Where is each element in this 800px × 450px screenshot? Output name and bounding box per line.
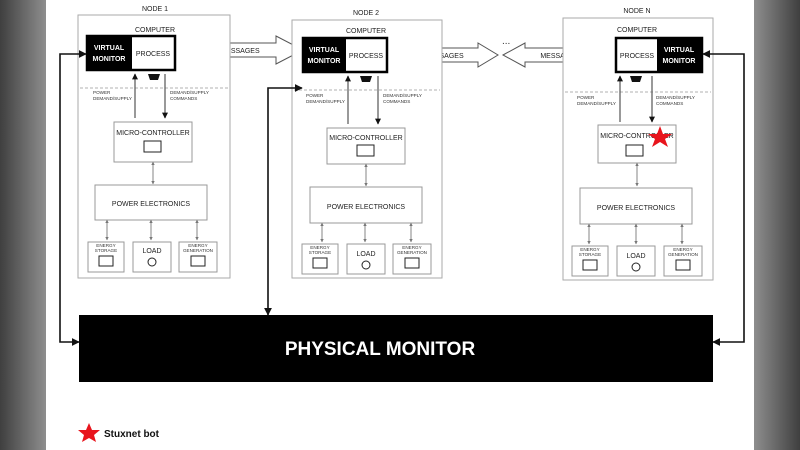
virtual-monitor-line2: MONITOR [308, 58, 341, 65]
chip-icon [625, 144, 644, 157]
link-node1-physical [59, 50, 87, 346]
computer-label: COMPUTER [617, 27, 657, 34]
energy-storage-line1: ENERGY [96, 243, 115, 248]
power-demand-line2: DEMAND/SUPPLY [577, 101, 616, 106]
virtual-monitor-line2: MONITOR [663, 58, 696, 65]
node-title: NODE 2 [353, 10, 379, 17]
energy-storage-line1: ENERGY [310, 245, 329, 250]
demand-commands-line1: DEMAND/SUPPLY [383, 93, 422, 98]
right-backdrop [754, 0, 800, 450]
energy-generation-line1: ENERGY [188, 243, 207, 248]
messages-label-1: MESSAGES [220, 48, 260, 55]
link-node2-physical [264, 84, 303, 316]
energy-generation-line2: GENERATION [668, 252, 698, 257]
legend-label: Stuxnet bot [104, 429, 160, 440]
power-electronics-box [579, 187, 693, 225]
power-electronics-label: POWER ELECTRONICS [112, 201, 191, 208]
micro-controller-label: MICRO-CONTROLLER [329, 135, 403, 142]
power-electronics-label: POWER ELECTRONICS [597, 205, 676, 212]
load-box [132, 241, 172, 273]
process-label: PROCESS [620, 53, 655, 60]
node-1: NODE 1 COMPUTER VIRTUAL MONITOR PROCESS … [77, 6, 231, 279]
chip-icon [356, 144, 375, 157]
link-noden-physical [702, 50, 745, 346]
generator-icon [404, 257, 420, 269]
physical-monitor-box [79, 315, 713, 382]
power-electronics-box [309, 186, 423, 224]
demand-commands-line1: DEMAND/SUPPLY [656, 95, 695, 100]
chip-icon [143, 140, 162, 153]
energy-generation-line1: ENERGY [673, 247, 692, 252]
virtual-monitor-box [303, 38, 346, 72]
messages-label-2: MESSAGES [424, 53, 464, 60]
messages-label-3: MESSAGES [540, 53, 580, 60]
energy-generation-line2: GENERATION [397, 250, 427, 255]
power-demand-line1: POWER [93, 90, 111, 95]
micro-controller-label: MICRO-CONTROLLER [116, 130, 190, 137]
generator-icon [190, 255, 206, 267]
process-label: PROCESS [349, 53, 384, 60]
node-n: NODE N COMPUTER VIRTUAL MONITOR PROCESS … [562, 8, 714, 281]
process-label: PROCESS [136, 51, 171, 58]
virtual-monitor-box [657, 38, 702, 72]
micro-controller-label: MICRO-CONTROLLER [600, 133, 674, 140]
virtual-monitor-line1: VIRTUAL [664, 47, 695, 54]
virtual-monitor-box [87, 36, 132, 70]
computer-label: COMPUTER [135, 27, 175, 34]
energy-generation-line1: ENERGY [402, 245, 421, 250]
power-demand-line1: POWER [306, 93, 324, 98]
generator-icon [675, 259, 691, 271]
computer-stand-icon [148, 74, 160, 80]
computer-stand-icon [630, 76, 642, 82]
node-2: NODE 2 COMPUTER VIRTUAL MONITOR PROCESS … [291, 10, 443, 279]
virtual-monitor-line1: VIRTUAL [94, 45, 125, 52]
demand-commands-line2: COMMANDS [383, 99, 410, 104]
demand-commands-line2: COMMANDS [170, 96, 197, 101]
left-backdrop [0, 0, 46, 450]
load-icon [361, 260, 371, 270]
computer-label: COMPUTER [346, 28, 386, 35]
computer-stand-icon [360, 76, 372, 82]
energy-storage-line2: STORAGE [95, 248, 117, 253]
virtual-monitor-line2: MONITOR [93, 56, 126, 63]
red-star-icon [78, 423, 100, 442]
battery-icon [312, 257, 328, 269]
load-icon [631, 262, 641, 272]
node-title: NODE 1 [142, 6, 168, 13]
load-label: LOAD [356, 251, 375, 258]
demand-commands-line1: DEMAND/SUPPLY [170, 90, 209, 95]
load-icon [147, 257, 157, 267]
micro-controller-box [597, 124, 677, 164]
stuxnet-star-icon [648, 126, 672, 147]
load-label: LOAD [142, 248, 161, 255]
energy-storage-line1: ENERGY [580, 247, 599, 252]
power-electronics-box [94, 184, 208, 221]
energy-generation-line2: GENERATION [183, 248, 213, 253]
power-demand-line2: DEMAND/SUPPLY [306, 99, 345, 104]
power-electronics-label: POWER ELECTRONICS [327, 204, 406, 211]
load-label: LOAD [626, 253, 645, 260]
node-title: NODE N [623, 8, 650, 15]
battery-icon [98, 255, 114, 267]
ellipsis: ... [502, 36, 510, 47]
battery-icon [582, 259, 598, 271]
virtual-monitor-line1: VIRTUAL [309, 47, 340, 54]
power-demand-line1: POWER [577, 95, 595, 100]
energy-storage-line2: STORAGE [309, 250, 331, 255]
demand-commands-line2: COMMANDS [656, 101, 683, 106]
energy-storage-line2: STORAGE [579, 252, 601, 257]
physical-monitor-label: PHYSICAL MONITOR [285, 339, 476, 360]
power-demand-line2: DEMAND/SUPPLY [93, 96, 132, 101]
